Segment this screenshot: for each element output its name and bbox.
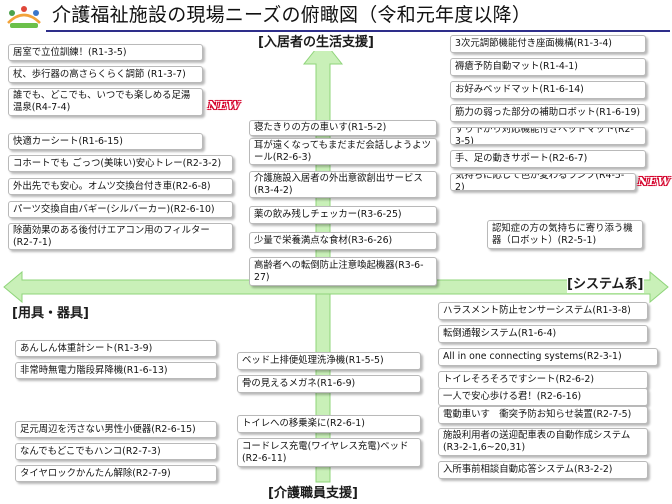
need-item-tl-3: 誰でも、どこでも、いつでも楽しめる足湯温泉(R4-7-4) [8,88,203,116]
need-item-bl-2: 非常時無電力階段昇降機(R1-6-13) [15,362,217,379]
need-item-bc-3: トイレへの移乗楽に(R2-6-1) [237,415,421,433]
need-item-tl-2: 杖、歩行器の高さらくらく調節 (R1-3-7) [8,66,203,83]
need-item-tl-1: 居室で立位訓練！(R1-3-5) [8,44,203,61]
need-item-tl-8: 除菌効果のある後付けエアコン用のフィルター(R2-7-1) [8,223,233,250]
need-item-bl-4: なんでもどこでもハンコ(R2-7-3) [15,443,217,460]
title-rule [46,30,670,32]
need-item-tl-6: 外出先でも安心。オムツ交換台付き車(R2-6-8) [8,178,233,195]
need-item-tl-4: 快適カーシート(R1-6-15) [8,133,203,150]
need-item-br-4: トイレそろそろですシート(R2-6-2) [438,371,648,389]
axis-label-top: [入居者の生活支援] [258,35,374,51]
need-item-tr-8: 認知症の方の気持ちに寄り添う機器（ロボット）(R2-5-1) [487,220,643,249]
new-badge: NEW [208,99,241,112]
logo-icon [7,6,41,28]
need-item-bc-1: ベッド上排便処理洗浄機(R1-5-5) [237,352,421,370]
page-title: 介護福祉施設の現場ニーズの俯瞰図（令和元年度以降） [52,4,532,26]
need-item-tc-2: 耳が遠くなってもまだまだ会話しようよツール(R2-6-3) [249,138,437,165]
axis-label-bottom: [介護職員支援] [268,486,358,502]
need-item-tr-6: 手、足の動きサポート(R2-6-7) [450,150,646,168]
need-item-tr-4: 筋力の弱った部分の補助ロボット(R1-6-19) [450,104,646,122]
need-item-br-2: 転倒通報システム(R1-6-4) [438,325,648,343]
need-item-tc-5: 少量で栄養満点な食材(R3-6-26) [249,232,437,250]
need-item-tr-7: 気持ちに応じて色が変わるランプ(R4-5-2) [450,173,636,191]
need-item-tc-3: 介護施設入居者の外出意欲創出サービス(R3-4-2) [249,171,437,198]
need-item-bc-4: コードレス充電(ワイヤレス充電)ベッド(R2-6-11) [237,438,421,467]
need-item-tc-1: 寝たきりの方の車いす(R1-5-2) [249,120,437,136]
need-item-tc-4: 薬の飲み残しチェッカー(R3-6-25) [249,206,437,224]
need-item-bl-1: あんしん体重計シート(R1-3-9) [15,340,217,357]
need-item-tc-6: 高齢者への転倒防止注意喚起機器(R3-6-27) [249,257,437,286]
need-item-br-5: 一人で安心歩ける君！(R2-6-16) [438,388,648,406]
need-item-br-6: 電動車いす 衝突予防お知らせ装置(R2-7-5) [438,406,648,424]
need-item-bc-2: 骨の見えるメガネ(R1-6-9) [237,375,421,393]
need-item-tr-2: 褥瘡予防自動マット(R1-4-1) [450,58,646,76]
need-item-tr-5: ずり下がり対応機能付きベッドマット(R2-3-5) [450,127,646,145]
need-item-br-8: 入所事前相談自動応答システム(R3-2-2) [438,461,648,479]
axis-horizontal-arrow [3,270,669,304]
need-item-tl-7: パーツ交換自由バギー(シルバーカー)(R2-6-10) [8,201,233,218]
axis-label-right: [システム系] [567,277,644,293]
need-item-br-3: All in one connecting systems(R2-3-1) [438,348,658,366]
axis-label-left: [用具・器具] [12,306,89,322]
need-item-tr-3: お好みベッドマット(R1-6-14) [450,81,646,99]
need-item-bl-3: 足元周辺を汚さない男性小便器(R2-6-15) [15,421,217,438]
need-item-tl-5: コホートでも ごっつ(美味い)安心トレー(R2-3-2) [8,155,233,172]
need-item-tr-1: 3次元調節機能付き座面機構(R1-3-4) [450,35,646,53]
need-item-bl-5: タイヤロックかんたん解除(R2-7-9) [15,465,217,482]
need-item-br-1: ハラスメント防止センサーシステム(R1-3-8) [438,302,648,320]
need-item-br-7: 施設利用者の送迎配車表の自動作成システム(R3-2-1,6~20,31) [438,428,648,456]
new-badge: NEW [638,175,671,188]
